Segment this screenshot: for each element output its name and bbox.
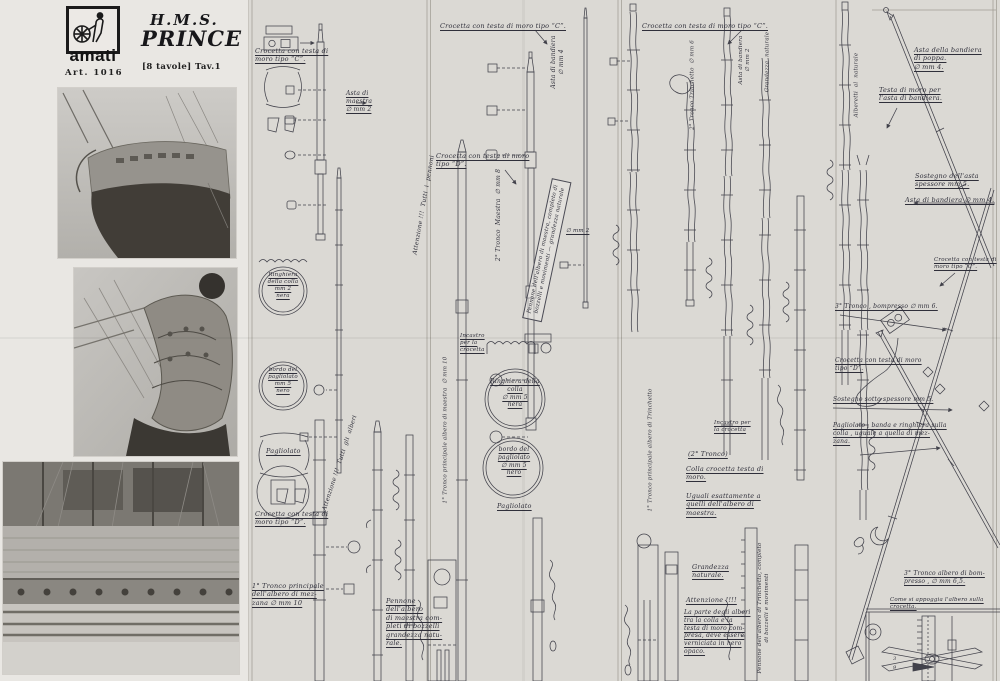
label-diametro-mm2: ∅ mm 2 — [566, 228, 590, 234]
label-pagliolato-2: Pagliolato — [497, 502, 532, 510]
label-alberetti-v: Alberetti al naturale — [853, 52, 860, 118]
ship-title-prefix: H.M.S. — [150, 11, 219, 29]
model-photo-deck — [2, 461, 240, 675]
label-uguali-maestra: Uguali esattamente a quelli dell'albero … — [686, 492, 761, 517]
label-tronco-bompresso-1: 3° Tronco , bompresso ∅ mm 6. — [835, 303, 938, 310]
label-sostegno-asta: Sostegno dell'asta spessore mm 5. — [915, 172, 979, 189]
title-photo-panel: amati Art. 1016 H.M.S. PRINCE [8 tavole]… — [0, 0, 249, 681]
label-crocetta-moro-d-2: Crocetta con testa di moro tipo “D”. — [436, 152, 530, 169]
label-crocetta-moro-c-2: Crocetta con testa di moro tipo “C”. — [440, 22, 566, 30]
brand-name: amati — [69, 46, 117, 65]
label-bordo-pagliolato-2: bordo del pagliolato ∅ mm 5 nero — [497, 446, 531, 477]
strip3-masts — [607, 3, 809, 681]
label-pennone-trinchetto-v: Pennone dell'albero di Trinchetto, compl… — [756, 542, 770, 674]
label-tronco-trinchetto-v2: 2° Tronco Trinchetto ∅ mm 6 — [689, 40, 696, 130]
sheet-fold-vertical — [522, 0, 525, 681]
label-testa-moro-asta: Testa di moro per l'asta di bandiera. — [879, 86, 943, 103]
label-grandezza-naturale: Grandezza naturale. — [692, 563, 729, 580]
label-incastro-crocetta-2: Incastro per la crocetta — [714, 420, 751, 434]
art-number: Art. 1016 — [64, 68, 124, 78]
model-photo-stern — [73, 267, 238, 457]
label-attenzione-pennoni: Attenzione !!! Tutti i pennoni — [411, 154, 436, 256]
model-photo-bow — [57, 87, 237, 259]
strip1-masts — [284, 23, 425, 681]
detail-scale-9: 9 — [893, 665, 897, 671]
label-incastro-crocetta-1: Incastro per la crocetta — [460, 333, 485, 354]
label-tronco-trinchetto-v: 1° Tronco principale albero di Trinchett… — [647, 388, 654, 512]
label-tronco-mezzana: 1° Tronco principale dell'albero di mez-… — [252, 582, 324, 607]
label-pennone-maestra-diag: Pennone dell'albero di maestra, completo… — [522, 177, 572, 323]
detail-scale-3: 3 — [893, 656, 897, 662]
label-tronco-bompresso-2: 3° Tronco albero di bom- presso , ∅ mm 6… — [904, 570, 985, 585]
label-colla-crocetta: Colla crocetta testa di moro. — [686, 465, 764, 482]
label-asta-bandiera-poppa: Asta della bandiera di poppa. ∅ mm 4. — [914, 46, 982, 71]
strip4-spars — [826, 1, 1000, 665]
label-secondo-tronco: (2° Tronco) — [688, 450, 728, 458]
label-attenzione-testo: La parte degli alberi tra la colla e la … — [684, 609, 751, 655]
label-crocetta-moro-c-4: Crocetta con testa di moro tipo “C”. — [934, 257, 997, 271]
column-rules — [251, 0, 997, 681]
label-asta-bandiera-3: Asta di bandiera ∅ mm 4. — [905, 196, 995, 204]
label-crocetta-moro-d-1: Crocetta con testa di moro tipo “D”. — [255, 510, 329, 527]
label-crocetta-moro-c-1: Crocetta con testa di moro tipo “C”. — [255, 47, 329, 64]
label-crocetta-moro-c-3: Crocetta con testa di moro tipo “C”. — [642, 22, 768, 30]
label-pagliolato-1: Pagliolato — [266, 447, 301, 455]
tavola-note: [8 tavole] Tav.1 — [142, 62, 221, 72]
label-sostegno-2: Sostegno sotto spessore mm 5. — [833, 396, 934, 403]
label-bordo-pagliolato-1: bordo del pagliolato mm 5 nero — [268, 367, 298, 395]
label-pennone-maestra-1: Pennone dell'albero di maestra com- plet… — [386, 597, 443, 648]
label-pagliolato-banda: Pagliolato , banda e ringhiera sulla col… — [833, 422, 947, 445]
sheet-fold-horizontal — [0, 337, 1000, 339]
amati-logo-icon — [66, 6, 120, 54]
label-attenzione-titolo: Attenzione !!!! — [686, 596, 737, 604]
label-asta-bandiera-v2: Asta di bandiera ∅ mm 2 — [737, 35, 751, 85]
label-come-si-appoggia: Come si appoggia l'albero sulla crocetta… — [890, 597, 984, 611]
strip1-parts — [256, 25, 315, 519]
label-asta-maestra: Asta di maestra ∅ mm 2 — [346, 90, 373, 113]
plan-lines — [251, 0, 1000, 681]
label-crocetta-moro-d-3: Crocetta con testa di moro tipo “D”. — [835, 357, 922, 372]
crosstree-detail-box — [865, 608, 1000, 681]
label-tronco-maestra-v: 1° Tronco principale albero di maestra ∅… — [442, 356, 449, 504]
label-ringhiera-colla-1: Ringhiera della colla mm 2 nera — [267, 272, 299, 300]
label-asta-bandiera-v1: Asta di bandiera ∅ mm 4 — [550, 35, 565, 89]
label-tronco-maestra-2v: 2° Tronco Maestra ∅ mm 8 — [495, 168, 503, 262]
label-attenzione-alberi: Attenzione !!! Tutti gli alberi — [320, 414, 359, 512]
label-ringhiera-colla-2: Ringhiera della colla ∅ mm 5 nera — [490, 378, 540, 409]
label-grandezza-naturale-v: Grandezza naturale — [764, 31, 771, 93]
ship-title: PRINCE — [141, 26, 242, 51]
